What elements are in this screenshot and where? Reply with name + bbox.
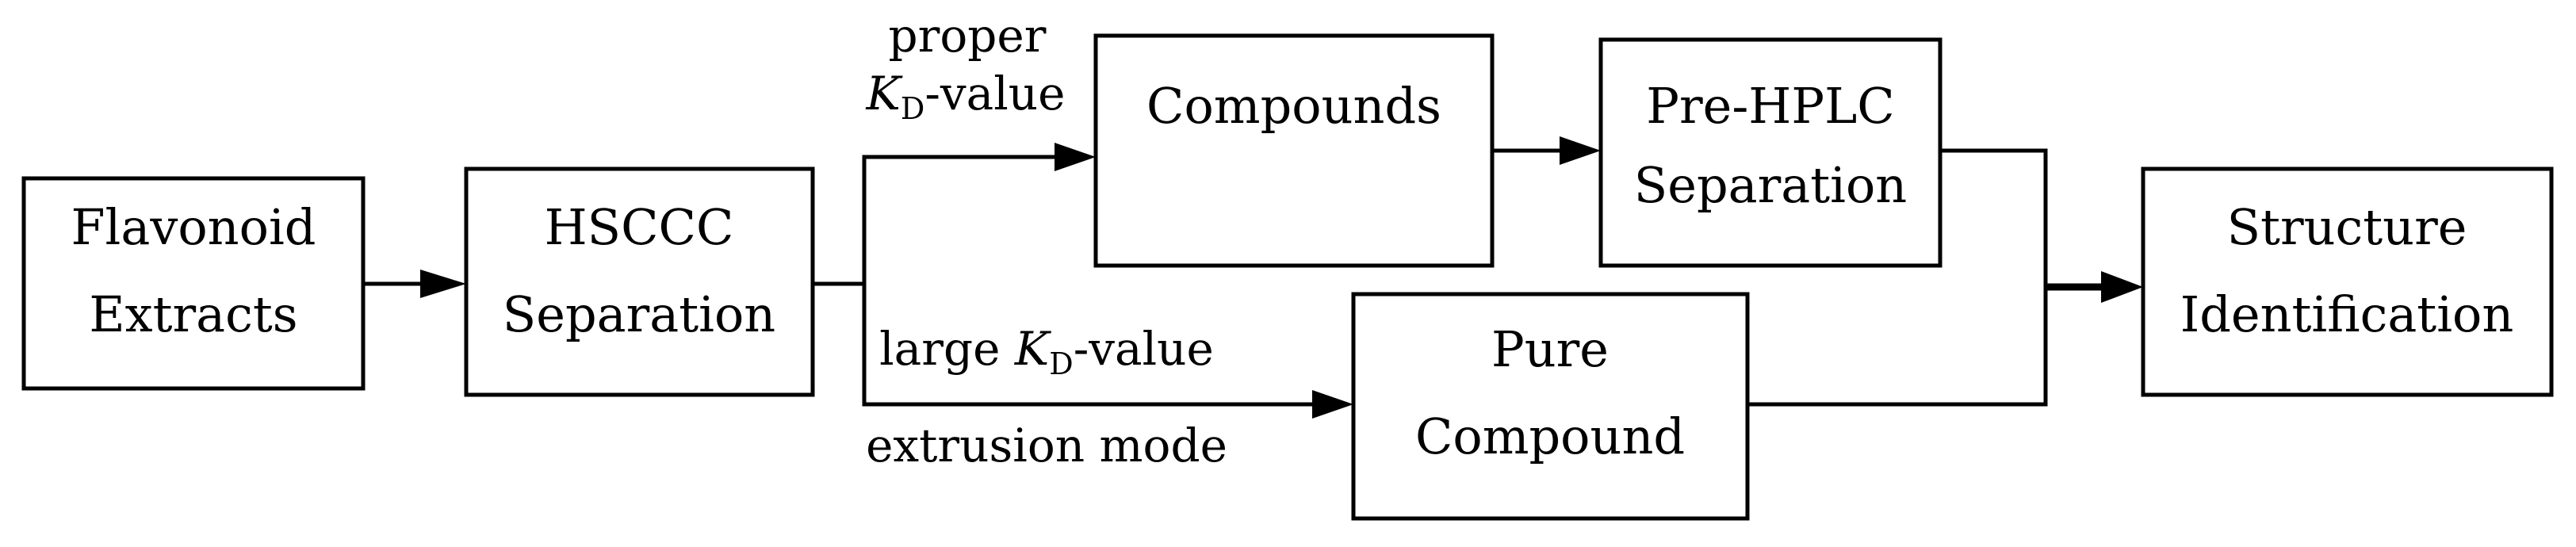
large-prefix: large	[879, 322, 1015, 376]
pure-label-line2: Compound	[1415, 407, 1685, 465]
flavonoid-label-line1: Flavonoid	[71, 198, 316, 256]
pure-label-line1: Pure	[1491, 320, 1609, 378]
kd-k-lower: K	[1014, 322, 1052, 376]
structure-identification-box	[2141, 166, 2554, 397]
kd-rest-lower: -value	[1074, 322, 1214, 376]
structure-label-line1: Structure	[2227, 198, 2467, 256]
kd-sub-lower: D	[1049, 346, 1073, 381]
proper-label: proper	[889, 9, 1047, 63]
compounds-label: Compounds	[1146, 77, 1441, 135]
kd-sub-upper: D	[901, 91, 924, 126]
flavonoid-label-line2: Extracts	[89, 285, 297, 343]
kd-k-upper: K	[866, 67, 904, 120]
prehplc-label-line2: Separation	[1634, 156, 1907, 214]
hsccc-label-line2: Separation	[503, 285, 775, 343]
compounds-box	[1093, 33, 1495, 268]
hsccc-label-line1: HSCCC	[545, 198, 734, 256]
proper-kd-value-label: KD-value	[866, 67, 1066, 126]
merge-to-structure-connector	[1747, 148, 2143, 407]
compounds-to-prehplc-connector	[1492, 136, 1601, 165]
large-kd-value-label: large KD-value	[879, 322, 1214, 381]
extrusion-mode-label: extrusion mode	[866, 419, 1227, 472]
hsccc-branch-connector	[813, 143, 1353, 419]
structure-label-line2: Identification	[2180, 285, 2514, 343]
prehplc-label-line1: Pre-HPLC	[1646, 77, 1894, 135]
kd-rest-upper: -value	[924, 67, 1065, 120]
pre-hplc-separation-box	[1598, 37, 1943, 268]
flavonoid-to-hsccc-connector	[363, 270, 466, 298]
